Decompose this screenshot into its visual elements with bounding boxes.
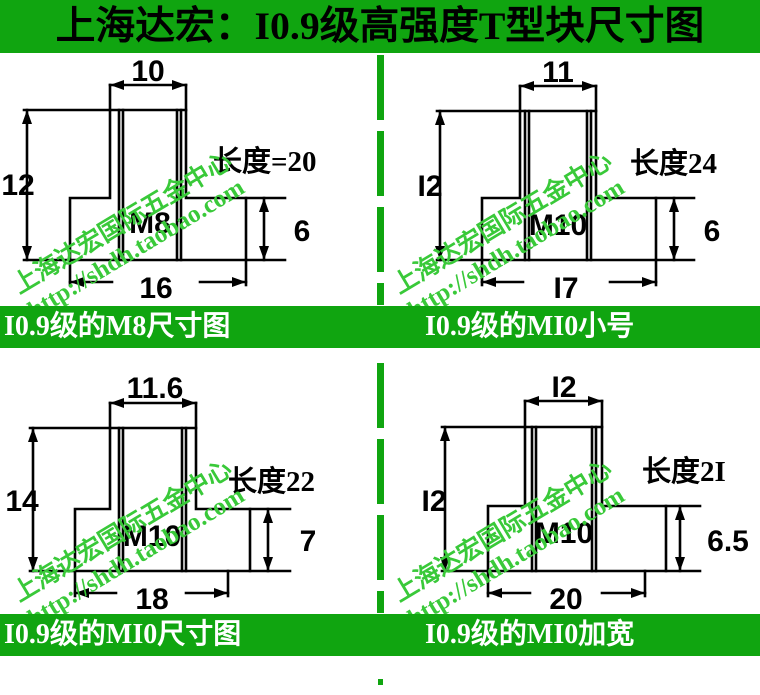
dim-label-bottom: I7 bbox=[553, 272, 578, 305]
dim-label-left: I2 bbox=[417, 170, 442, 203]
caption-text: I0.9级的MI0加宽 bbox=[425, 619, 635, 650]
dim-label-right: 7 bbox=[300, 525, 317, 558]
caption-bar-m10-standard: I0.9级的MI0尺寸图 bbox=[0, 614, 380, 656]
dim-label-top: 10 bbox=[131, 55, 164, 88]
column-divider-bottom bbox=[377, 363, 384, 613]
thread-label: M10 bbox=[529, 209, 587, 242]
length-label: 长度=20 bbox=[213, 145, 317, 178]
page-title-bar: 上海达宏：I0.9级高强度T型块尺寸图 bbox=[0, 0, 760, 53]
column-divider-top bbox=[377, 55, 384, 305]
t-slot-nut-diagram: 11 I2 6 I7 长度24 M10 bbox=[417, 56, 721, 305]
length-label: 长度2I bbox=[642, 455, 726, 488]
dim-label-left: I2 bbox=[421, 485, 446, 518]
t-slot-nut-diagram: 10 12 6 16 长度=20 M8 bbox=[1, 55, 317, 305]
thread-label: M10 bbox=[535, 517, 593, 550]
caption-bar-m8: I0.9级的M8尺寸图 bbox=[0, 306, 380, 348]
dim-label-bottom: 16 bbox=[139, 272, 172, 305]
dim-label-top: I2 bbox=[551, 371, 576, 404]
dim-label-right: 6 bbox=[704, 215, 721, 248]
dim-label-left: 14 bbox=[5, 485, 39, 518]
technical-drawing-m10-small: 11 I2 6 I7 长度24 M10 上海达宏国际五金中心 http://sh… bbox=[380, 53, 760, 306]
bottom-marker-dot bbox=[378, 679, 383, 685]
arrowheads bbox=[435, 81, 679, 287]
dim-label-right: 6 bbox=[294, 215, 311, 248]
panel-grid: 10 12 6 16 长度=20 M8 上海达宏国际五金中心 http://sh… bbox=[0, 53, 760, 695]
technical-drawing-m10-wide: I2 I2 6.5 20 长度2I M10 上海达宏国际五金中心 http://… bbox=[380, 361, 760, 614]
dim-label-right: 6.5 bbox=[707, 525, 749, 558]
arrowheads bbox=[22, 80, 269, 287]
arrowheads bbox=[28, 398, 273, 598]
drawing-panel-m10-wide: I2 I2 6.5 20 长度2I M10 上海达宏国际五金中心 http://… bbox=[380, 361, 760, 667]
technical-drawing-m10-standard: 11.6 14 7 18 长度22 M10 上海达宏国际五金中心 http://… bbox=[0, 361, 380, 614]
length-label: 长度22 bbox=[228, 465, 315, 498]
thread-label: M10 bbox=[123, 520, 181, 553]
thread-label: M8 bbox=[129, 207, 171, 240]
technical-drawing-m8: 10 12 6 16 长度=20 M8 上海达宏国际五金中心 http://sh… bbox=[0, 53, 380, 306]
caption-bar-m10-wide: I0.9级的MI0加宽 bbox=[380, 614, 760, 656]
length-label: 长度24 bbox=[630, 147, 717, 180]
t-slot-nut-diagram: I2 I2 6.5 20 长度2I M10 bbox=[421, 371, 749, 614]
dim-label-bottom: 20 bbox=[549, 583, 582, 614]
arrowheads bbox=[440, 396, 685, 598]
t-slot-nut-diagram: 11.6 14 7 18 长度22 M10 bbox=[5, 372, 317, 614]
caption-bar-m10-small: I0.9级的MI0小号 bbox=[380, 306, 760, 348]
dim-label-top: 11.6 bbox=[127, 372, 184, 405]
page-title: 上海达宏：I0.9级高强度T型块尺寸图 bbox=[55, 5, 705, 48]
dim-label-left: 12 bbox=[1, 169, 34, 202]
caption-text: I0.9级的MI0小号 bbox=[425, 311, 635, 342]
caption-text: I0.9级的MI0尺寸图 bbox=[4, 619, 242, 650]
drawing-panel-m8: 10 12 6 16 长度=20 M8 上海达宏国际五金中心 http://sh… bbox=[0, 53, 380, 359]
caption-text: I0.9级的M8尺寸图 bbox=[4, 311, 231, 342]
dim-label-bottom: 18 bbox=[135, 583, 168, 614]
drawing-panel-m10-small: 11 I2 6 I7 长度24 M10 上海达宏国际五金中心 http://sh… bbox=[380, 53, 760, 359]
dim-label-top: 11 bbox=[542, 56, 574, 89]
drawing-panel-m10-standard: 11.6 14 7 18 长度22 M10 上海达宏国际五金中心 http://… bbox=[0, 361, 380, 667]
